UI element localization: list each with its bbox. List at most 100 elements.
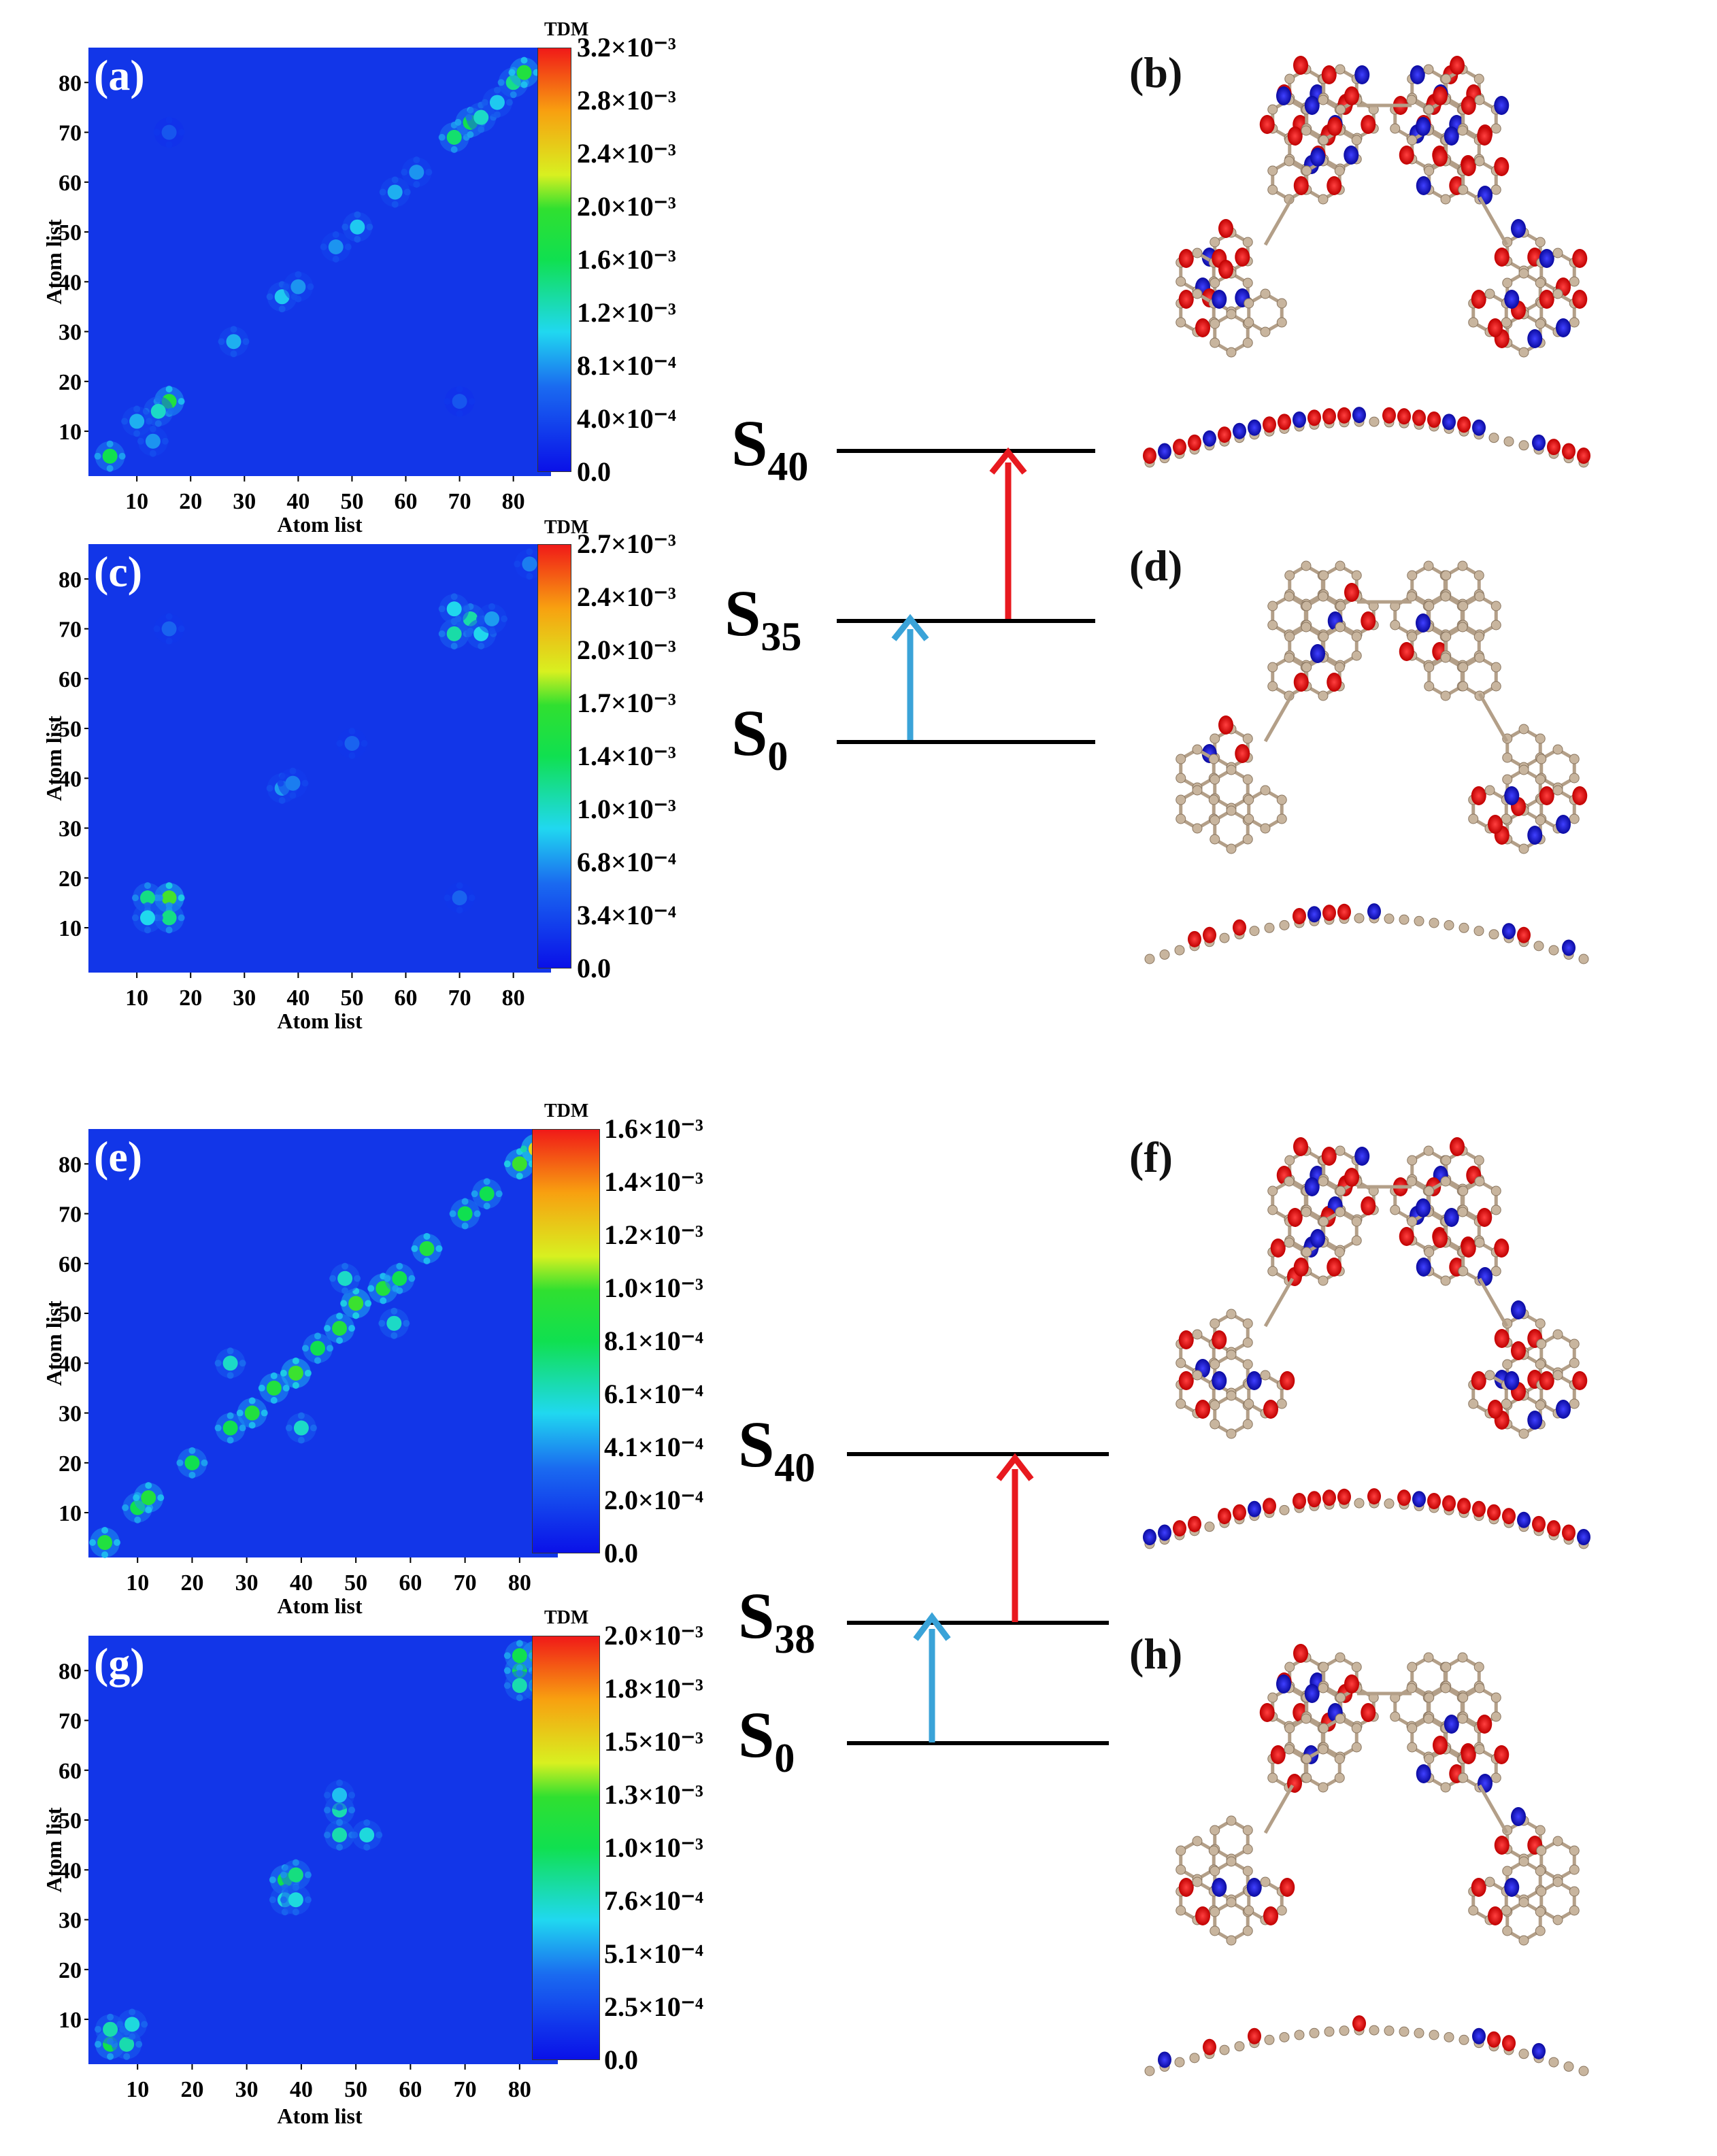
aromatic-ring: [1416, 1736, 1467, 1793]
state-label-s0-bottom: S0: [738, 1698, 795, 1781]
heat-cell: [351, 1819, 383, 1851]
bond: [1478, 1277, 1509, 1328]
x-tick-label: 60: [395, 489, 418, 514]
colorbar-tick-label: 1.4×10⁻³: [604, 1166, 703, 1197]
panel-label-h: (h): [1129, 1630, 1183, 1678]
aromatic-ring: [1201, 715, 1253, 773]
y-tick-label: 10: [59, 420, 82, 445]
aromatic-ring: [1210, 309, 1253, 358]
heat-cell: [324, 1313, 356, 1345]
colorbar-tick-label: 1.5×10⁻³: [604, 1726, 703, 1757]
colorbar-c-svg: [537, 544, 571, 968]
heat-cell: [89, 1527, 121, 1559]
aromatic-ring: [1267, 1237, 1319, 1286]
x-tick-label: 80: [508, 1570, 531, 1596]
panel-label-b: (b): [1129, 48, 1183, 97]
y-tick-label: 60: [59, 171, 82, 196]
heatmap-g-bg: [88, 1636, 558, 2064]
colorbar-tick-label: 1.8×10⁻³: [604, 1673, 703, 1704]
colorbar-title-e: TDM: [544, 1100, 589, 1122]
colorbar-title-c: TDM: [544, 517, 589, 538]
molecule-h-svg: [1144, 1644, 1589, 2076]
heat-cell: [320, 231, 352, 263]
y-tick-label: 30: [59, 1908, 82, 1934]
heat-cell: [277, 767, 309, 799]
heat-cell: [280, 1357, 312, 1389]
aromatic-ring: [1536, 1370, 1588, 1419]
x-tick-label: 40: [290, 1570, 313, 1596]
aromatic-ring: [1301, 1744, 1345, 1793]
x-tick-label: 10: [125, 489, 148, 514]
aromatic-ring: [1458, 156, 1510, 205]
x-tick-label: 50: [340, 489, 363, 514]
y-tick-label: 80: [59, 1659, 82, 1684]
y-tick-label: 30: [59, 1402, 82, 1427]
aromatic-ring: [1293, 644, 1345, 701]
panel-label-c: (c): [94, 548, 143, 596]
heat-cell: [444, 386, 476, 418]
x-tick-label: 20: [179, 489, 202, 514]
y-tick-label: 50: [59, 1808, 82, 1834]
side-view: [1144, 903, 1589, 964]
heat-cell: [384, 1262, 416, 1294]
heat-cell: [137, 425, 169, 457]
heat-cell: [280, 1859, 312, 1891]
x-tick-label: 30: [233, 986, 256, 1011]
panel-label-a: (a): [94, 51, 145, 99]
molecule-b-svg: [1143, 56, 1590, 468]
colorbar-tick-label: 1.2×10⁻³: [604, 1219, 703, 1250]
bond: [1263, 1784, 1295, 1834]
heat-cell: [218, 326, 250, 358]
colorbar-g: [532, 1636, 600, 2060]
colorbar-tick-label: 3.2×10⁻³: [577, 32, 676, 63]
aromatic-ring: [1494, 219, 1546, 276]
heat-cell: [449, 1198, 481, 1230]
x-axis-title-a: Atom list: [277, 512, 363, 537]
y-tick-label: 10: [59, 2008, 82, 2033]
x-axis-title-g: Atom list: [277, 2104, 363, 2128]
side-view: [1143, 407, 1590, 468]
aromatic-ring: [1468, 785, 1520, 834]
state-label-s0-top: S0: [731, 696, 788, 779]
colorbar-tick-label: 1.0×10⁻³: [604, 1273, 703, 1303]
aromatic-ring: [1293, 1229, 1345, 1286]
y-tick-label: 20: [59, 866, 82, 892]
colorbar-tick-label: 7.6×10⁻⁴: [604, 1885, 703, 1916]
level-s38-bottom: [847, 1621, 1109, 1625]
arrowhead-blue-top: [891, 613, 929, 641]
heat-cell: [379, 176, 411, 208]
state-label-s38-bottom: S38: [738, 1579, 816, 1662]
panel-label-g: (g): [94, 1639, 145, 1687]
aromatic-ring: [1416, 1229, 1467, 1286]
x-tick-label: 30: [235, 1570, 259, 1596]
x-tick-label: 50: [340, 986, 363, 1011]
x-axis-title-c: Atom list: [277, 1009, 363, 1033]
x-tick-label: 10: [126, 1570, 149, 1596]
heat-cell: [214, 1412, 246, 1444]
x-tick-label: 70: [454, 1570, 477, 1596]
bond: [1478, 1784, 1509, 1834]
aromatic-ring: [1244, 1876, 1295, 1925]
y-tick-label: 20: [59, 1451, 82, 1477]
aromatic-ring: [1536, 288, 1588, 337]
x-tick-label: 40: [286, 489, 310, 514]
heat-cell: [121, 405, 153, 437]
bond: [1478, 196, 1509, 246]
x-tick-label: 70: [448, 986, 471, 1011]
x-axis-title-e: Atom list: [277, 1594, 363, 1618]
heat-cell: [133, 1482, 165, 1514]
y-tick-label: 50: [59, 220, 82, 246]
y-tick-label: 60: [59, 667, 82, 692]
heat-cell: [236, 1397, 268, 1429]
panel-label-f: (f): [1129, 1133, 1173, 1181]
heat-cell: [481, 86, 513, 118]
y-tick-label: 80: [59, 71, 82, 96]
heat-cell: [301, 1332, 333, 1364]
bond: [1263, 196, 1295, 246]
aromatic-ring: [1494, 1807, 1546, 1864]
